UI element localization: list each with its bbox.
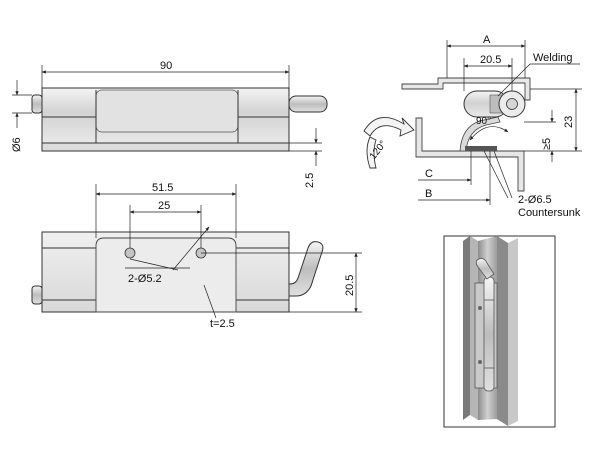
perspective-bent-pin	[475, 258, 495, 280]
thickness-label: t=2.5	[210, 318, 235, 330]
dim-a: A	[483, 34, 491, 46]
dim-distance-b: 25	[158, 200, 170, 212]
top-base-plate	[41, 142, 290, 152]
countersunk-label: Countersunk	[518, 207, 581, 219]
hinge-angle: 90°	[476, 116, 491, 127]
perspective-view	[443, 235, 556, 428]
dim-pin-diameter: Ø6	[11, 137, 23, 152]
hinge-leaf-arm	[459, 116, 501, 152]
perspective-hinge-barrel	[483, 276, 495, 392]
mount-hole-left	[124, 247, 136, 259]
welding-label: Welding	[533, 52, 573, 64]
dim-side-width: 20.5	[480, 54, 501, 66]
front-pin-left	[31, 285, 43, 305]
top-pin-left	[31, 94, 43, 114]
front-leaf-plate	[95, 237, 237, 313]
rotation-arrow	[363, 117, 415, 137]
dim-front-height: 20.5	[344, 275, 356, 296]
dim-distance-a: 51.5	[152, 182, 173, 194]
top-hinge-window	[95, 89, 239, 133]
countersunk-holes: 2-Ø6.5	[518, 194, 552, 206]
dim-b: B	[425, 188, 432, 200]
dim-gap: ≥5	[541, 138, 553, 150]
dim-offset: 2.5	[304, 173, 316, 188]
dim-length: 90	[160, 60, 172, 72]
dim-side-height: 23	[563, 116, 575, 128]
countersunk-pad	[465, 146, 497, 151]
door-profile	[415, 117, 525, 192]
dim-c: C	[425, 168, 433, 180]
front-view: 51.5 25 2-Ø5.2 20.5 t=2.5	[31, 182, 362, 330]
hole-callout: 2-Ø5.2	[128, 273, 162, 285]
top-view: 90 Ø6 2.5	[11, 60, 328, 188]
upper-bracket	[401, 77, 531, 101]
side-view: 90° 120° A 20.5 Welding 23 ≥5 C	[363, 34, 582, 219]
front-bent-pin	[288, 241, 324, 297]
top-pin-right	[288, 95, 328, 113]
